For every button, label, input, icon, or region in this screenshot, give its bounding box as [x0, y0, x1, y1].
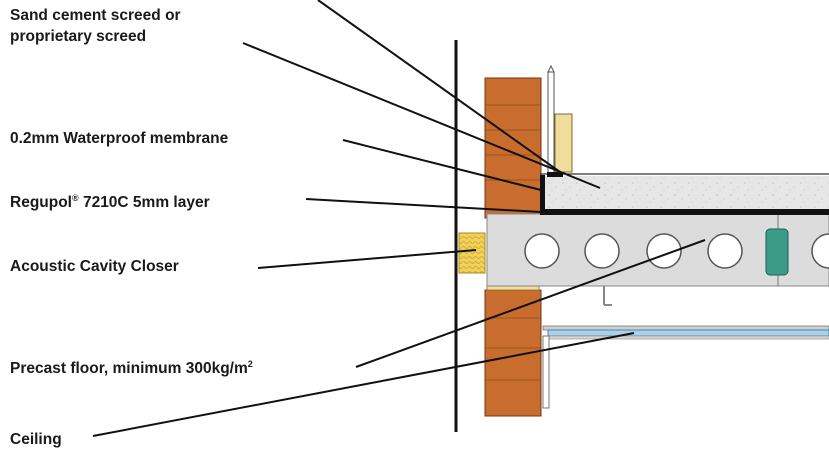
- label-cavity-closer: Acoustic Cavity Closer: [10, 258, 179, 275]
- brick-upper: [484, 77, 542, 219]
- label-precast-main: Precast floor, minimum 300kg/m: [10, 360, 248, 377]
- skirting-timber: [554, 113, 573, 173]
- ceiling-edge: [542, 335, 550, 409]
- leader-ceiling: [92, 332, 635, 437]
- leader-screed-2: [242, 42, 601, 189]
- label-screed: Sand cement screed or proprietary screed: [10, 5, 181, 47]
- slab-void: [707, 233, 743, 269]
- cavity-closer: [458, 232, 486, 274]
- screed-layer: [545, 176, 829, 209]
- slab-void: [524, 233, 560, 269]
- leader-membrane: [342, 139, 542, 191]
- joint-spacer: [765, 228, 789, 276]
- skirting-board: [547, 71, 555, 177]
- leader-regupol: [305, 198, 542, 213]
- label-regupol-name: Regupol: [10, 194, 72, 211]
- ceiling-board: [547, 329, 829, 337]
- slab-void: [584, 233, 620, 269]
- leader-screed-1: [317, 0, 561, 173]
- label-membrane: 0.2mm Waterproof membrane: [10, 130, 229, 147]
- label-precast: Precast floor, minimum 300kg/m2: [10, 354, 253, 379]
- slab-void: [646, 233, 682, 269]
- label-regupol: Regupol® 7210C 5mm layer: [10, 188, 210, 213]
- label-ceiling: Ceiling: [10, 431, 62, 448]
- label-precast-sup: 2: [247, 359, 253, 369]
- ceiling-channel: [542, 325, 829, 331]
- label-regupol-mark: ®: [72, 193, 79, 203]
- leader-cavity-closer: [257, 249, 477, 269]
- label-screed-line2: proprietary screed: [10, 28, 147, 45]
- label-screed-line1: Sand cement screed or: [10, 7, 181, 24]
- regupol-layer: [540, 209, 829, 215]
- slab-void: [811, 233, 829, 269]
- label-regupol-rest: 7210C 5mm layer: [78, 194, 210, 211]
- leader-precast: [355, 239, 706, 368]
